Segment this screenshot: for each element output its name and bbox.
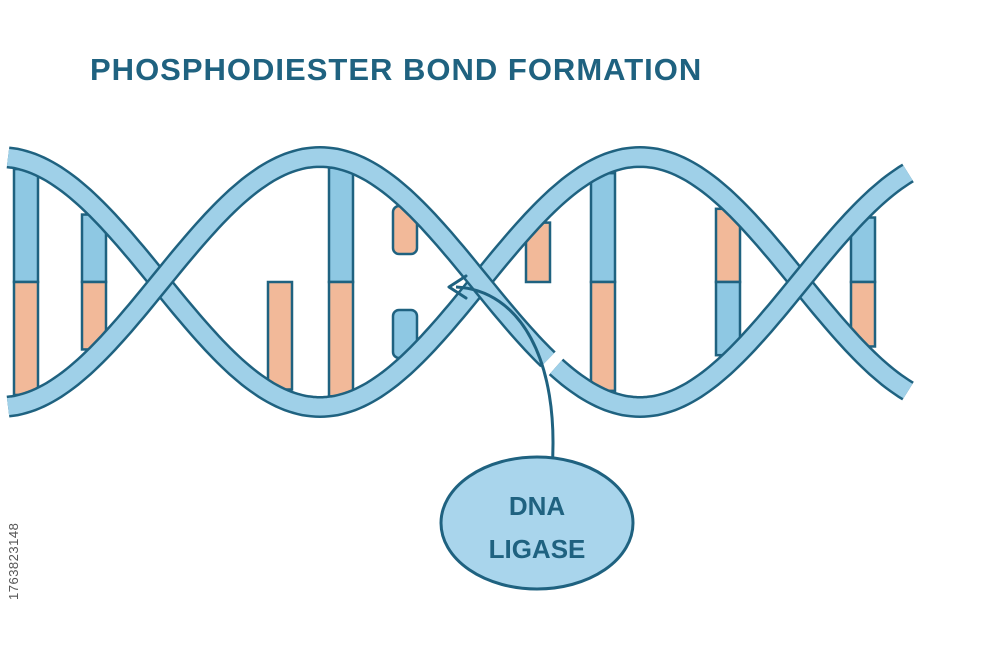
diagram-title: PHOSPHODIESTER BOND FORMATION <box>90 52 703 87</box>
base-pairs <box>12 166 877 398</box>
backbone-strand-b-fill <box>6 148 913 416</box>
base-top-5 <box>327 166 355 284</box>
enzyme-label-line1: DNA <box>509 491 566 521</box>
backbone-strands <box>6 145 914 419</box>
dna-ligase-enzyme <box>439 455 635 591</box>
base-top-1 <box>12 167 40 284</box>
stock-id-label: 1763823148 <box>6 522 21 600</box>
arrow-head-icon <box>447 274 468 300</box>
enzyme-label-line2: LIGASE <box>489 534 586 564</box>
curved-arrow <box>455 285 555 471</box>
base-bottom-4 <box>266 280 294 391</box>
base-bottom-1 <box>12 280 40 397</box>
base-top-9 <box>589 171 617 284</box>
base-bottom-5 <box>327 280 355 398</box>
base-bottom-9 <box>589 280 617 393</box>
